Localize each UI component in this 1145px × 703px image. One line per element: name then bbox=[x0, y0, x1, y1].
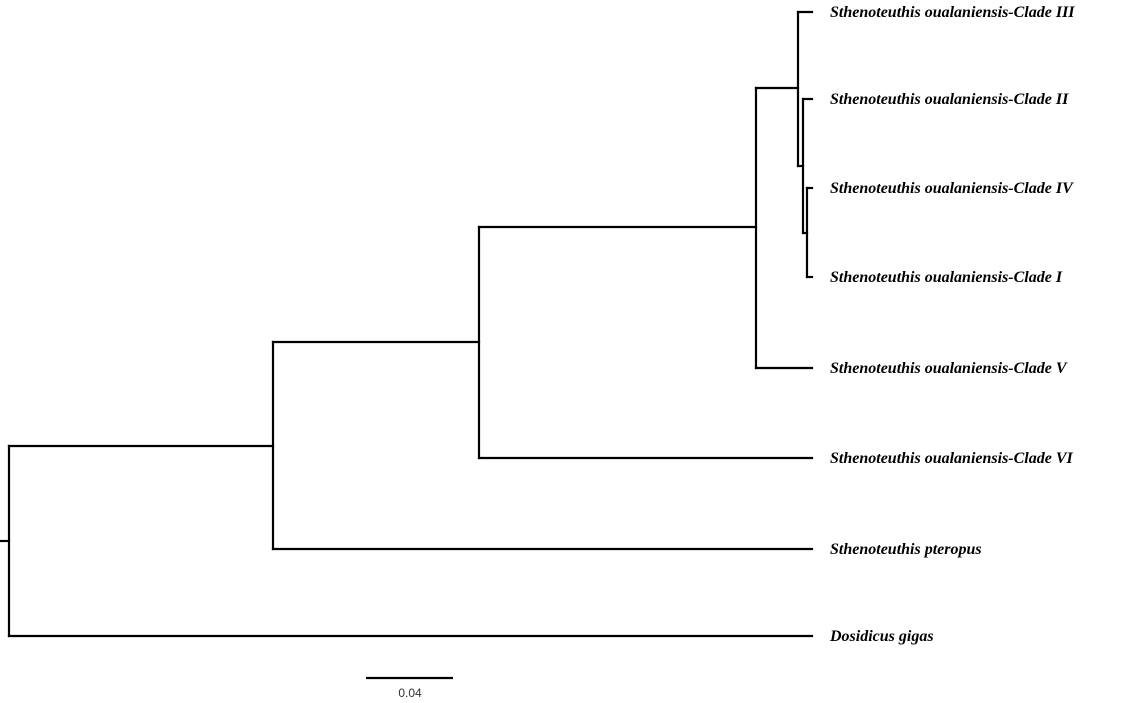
tip-label-clade-i: Sthenoteuthis oualaniensis-Clade I bbox=[830, 269, 1063, 286]
tip-label-clade-v: Sthenoteuthis oualaniensis-Clade V bbox=[830, 360, 1068, 377]
tip-label-pteropus: Sthenoteuthis pteropus bbox=[830, 541, 982, 558]
scale-bar-label: 0.04 bbox=[398, 686, 422, 700]
tip-label-clade-vi: Sthenoteuthis oualaniensis-Clade VI bbox=[830, 450, 1074, 467]
tip-label-clade-iii: Sthenoteuthis oualaniensis-Clade III bbox=[830, 4, 1075, 21]
tip-label-clade-ii: Sthenoteuthis oualaniensis-Clade II bbox=[830, 91, 1069, 108]
tip-label-clade-iv: Sthenoteuthis oualaniensis-Clade IV bbox=[830, 180, 1074, 197]
tip-label-gigas: Dosidicus gigas bbox=[829, 628, 934, 645]
